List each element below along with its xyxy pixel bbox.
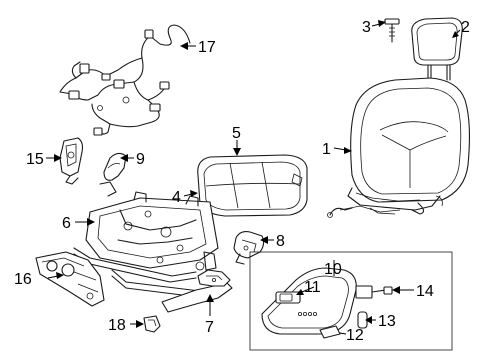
callout-3: 3 (362, 19, 371, 36)
inner-side-cover (161, 269, 233, 313)
switch-knob (319, 325, 341, 339)
callout-1: 1 (322, 141, 331, 158)
callout-16: 16 (14, 271, 32, 288)
wire-harness (59, 24, 191, 136)
callout-7: 7 (205, 319, 214, 336)
callout-5: 5 (232, 125, 241, 142)
recline-switch (233, 231, 265, 265)
callout-15: 15 (26, 151, 44, 168)
side-cover-group-box (249, 251, 453, 351)
callout-4: 4 (172, 189, 181, 206)
callout-11: 11 (304, 279, 321, 296)
callout-18: 18 (108, 317, 126, 334)
callout-2: 2 (461, 19, 470, 36)
callout-8: 8 (276, 233, 285, 250)
power-seat-switch (275, 291, 301, 304)
callout-13: 13 (378, 313, 396, 330)
seat-cushion (197, 154, 308, 217)
callout-17: 17 (198, 39, 216, 56)
seat-frame (73, 191, 221, 299)
leader-lines (46, 20, 461, 335)
seat-motor (35, 251, 105, 307)
callout-10: 10 (324, 261, 342, 278)
callout-9: 9 (136, 151, 145, 168)
headrest-guide (384, 18, 400, 43)
callout-12: 12 (346, 327, 364, 344)
recliner-bracket (59, 137, 84, 185)
callout-6: 6 (62, 215, 71, 232)
switch-connector (355, 285, 393, 299)
wire-clip (99, 152, 127, 197)
wire-clip-small (143, 315, 161, 333)
callout-14: 14 (416, 283, 434, 300)
callout-labels: 1 2 3 4 5 6 7 8 9 10 11 12 13 14 15 16 1… (14, 19, 470, 344)
seat-back (327, 77, 470, 218)
headrest (411, 17, 463, 81)
